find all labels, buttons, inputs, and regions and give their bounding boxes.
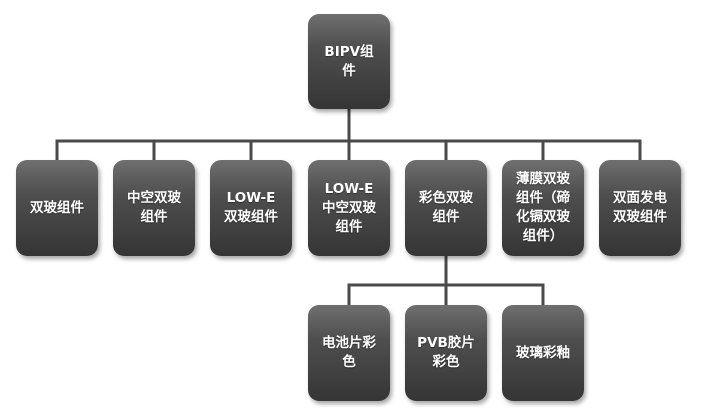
node-label: 彩色双玻 组件 bbox=[419, 190, 473, 225]
node-label: LOW-E 中空双玻 组件 bbox=[322, 180, 376, 235]
node-level1-2: 中空双玻 组件 bbox=[113, 160, 195, 256]
node-level1-1: 双玻组件 bbox=[16, 160, 98, 256]
node-root-label: BIPV组 件 bbox=[324, 43, 374, 79]
node-level2-3: 玻璃彩釉 bbox=[502, 305, 584, 401]
node-label: LOW-E 双玻组件 bbox=[224, 190, 278, 225]
node-level2-1: 电池片彩 色 bbox=[308, 305, 390, 401]
node-label: 玻璃彩釉 bbox=[516, 344, 570, 361]
node-root: BIPV组 件 bbox=[308, 14, 390, 109]
node-label: 双玻组件 bbox=[30, 199, 84, 216]
node-level2-2: PVB胶片 彩色 bbox=[405, 305, 487, 401]
node-label: 双面发电 双玻组件 bbox=[613, 190, 667, 225]
node-level1-7: 双面发电 双玻组件 bbox=[599, 160, 681, 256]
node-label: 薄膜双玻 组件（碲 化镉双玻 组件） bbox=[516, 171, 570, 244]
node-level1-4: LOW-E 中空双玻 组件 bbox=[308, 160, 390, 256]
node-label: 中空双玻 组件 bbox=[127, 190, 181, 225]
node-level1-6: 薄膜双玻 组件（碲 化镉双玻 组件） bbox=[502, 160, 584, 256]
node-label: PVB胶片 彩色 bbox=[417, 335, 475, 370]
node-level1-3: LOW-E 双玻组件 bbox=[210, 160, 292, 256]
node-label: 电池片彩 色 bbox=[322, 335, 376, 370]
node-level1-5: 彩色双玻 组件 bbox=[405, 160, 487, 256]
